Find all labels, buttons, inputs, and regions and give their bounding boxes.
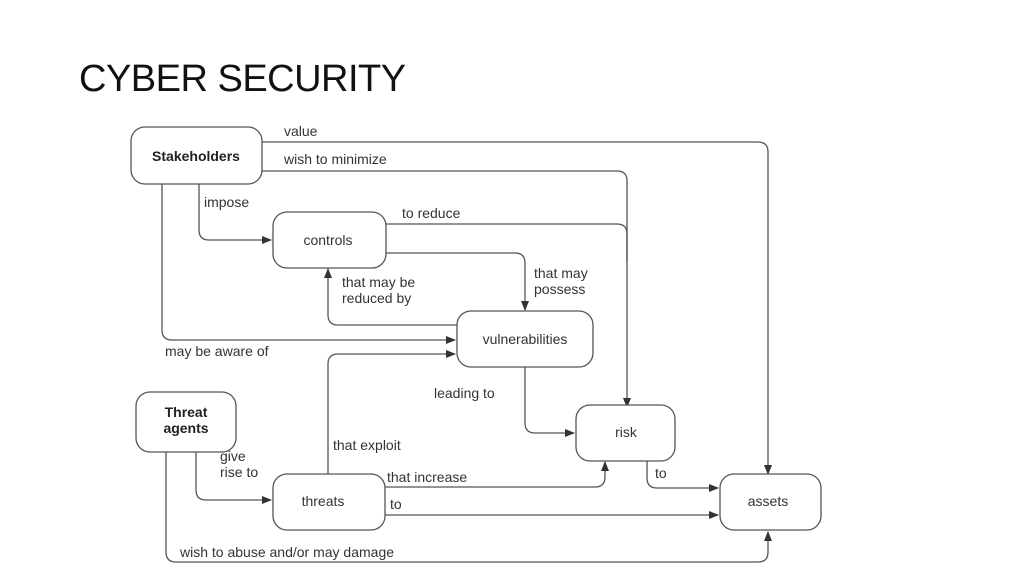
node-assets: assets <box>719 473 822 531</box>
page-title: CYBER SECURITY <box>79 58 406 100</box>
node-vulnerabilities: vulnerabilities <box>456 310 594 368</box>
label-value: value <box>284 123 318 139</box>
edge-that-exploit <box>327 350 456 474</box>
edge-wish-to-minimize <box>262 170 631 408</box>
node-threats: threats <box>272 473 386 531</box>
edge-leading-to <box>524 367 575 437</box>
label-impose: impose <box>204 194 249 210</box>
node-stakeholders: Stakeholders <box>130 126 263 185</box>
label-to-reduce: to reduce <box>402 205 461 221</box>
label-that-may-be-reduced-by-2: reduced by <box>342 290 411 306</box>
label-leading-to: leading to <box>434 385 495 401</box>
node-threat-agents-label-2: agents <box>163 420 208 436</box>
node-threat-agents: Threat agents <box>135 391 237 453</box>
label-threats-to: to <box>390 496 402 512</box>
label-wish-to-minimize: wish to minimize <box>283 151 387 167</box>
node-controls-label: controls <box>303 232 352 248</box>
node-controls: controls <box>272 211 387 269</box>
edge-value <box>262 141 772 475</box>
edge-that-may-possess <box>385 252 529 311</box>
label-risk-to: to <box>655 465 667 481</box>
edge-may-be-aware-of <box>161 184 456 344</box>
node-threats-label: threats <box>302 493 345 509</box>
node-assets-label: assets <box>748 493 788 509</box>
edge-impose <box>198 184 272 244</box>
label-give-rise-to-2: rise to <box>220 464 258 480</box>
edge-that-may-be-reduced-by <box>324 268 457 326</box>
edge-to-reduce <box>385 223 628 262</box>
label-give-rise-to-1: give <box>220 448 246 464</box>
edge-give-rise-to <box>195 452 272 504</box>
node-risk: risk <box>575 404 676 462</box>
label-that-may-possess-1: that may <box>534 265 588 281</box>
edge-that-increase <box>385 461 609 488</box>
label-that-increase: that increase <box>387 469 467 485</box>
node-risk-label: risk <box>615 424 638 440</box>
label-wish-to-abuse: wish to abuse and/or may damage <box>179 544 394 560</box>
label-that-may-be-reduced-by-1: that may be <box>342 274 415 290</box>
label-that-may-possess-2: possess <box>534 281 585 297</box>
edge-risk-to-assets <box>646 461 719 492</box>
node-stakeholders-label: Stakeholders <box>152 148 240 164</box>
edge-wish-to-abuse <box>165 452 772 563</box>
node-vulnerabilities-label: vulnerabilities <box>483 331 568 347</box>
label-that-exploit: that exploit <box>333 437 401 453</box>
label-may-be-aware-of: may be aware of <box>165 343 269 359</box>
node-threat-agents-label-1: Threat <box>165 404 208 420</box>
